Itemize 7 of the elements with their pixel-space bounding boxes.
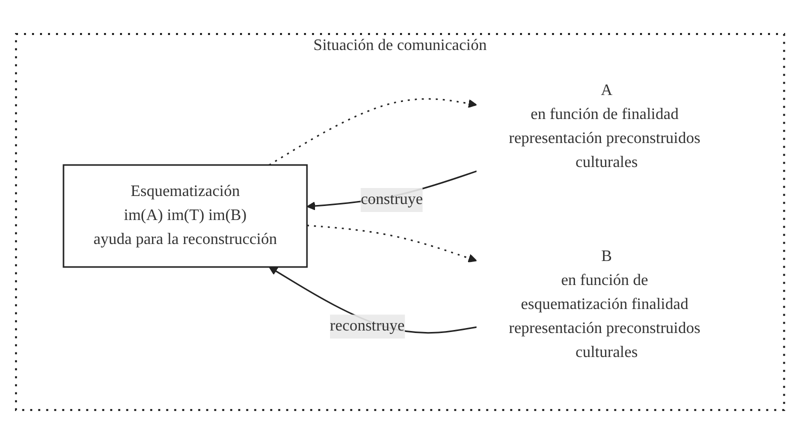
node-box: Esquematización im(A) im(T) im(B) ayuda para la reconstrucción bbox=[62, 164, 308, 268]
node-text: B en función de esquematización finalidad representación preconstruidos culturales bbox=[508, 248, 700, 360]
arrow bbox=[268, 98, 477, 166]
node-text: A en función de finalidad representación preconstruidos culturales bbox=[508, 82, 700, 170]
edge-label: reconstruye bbox=[330, 317, 405, 334]
edge-label: construye bbox=[360, 190, 423, 208]
arrow bbox=[306, 224, 477, 262]
